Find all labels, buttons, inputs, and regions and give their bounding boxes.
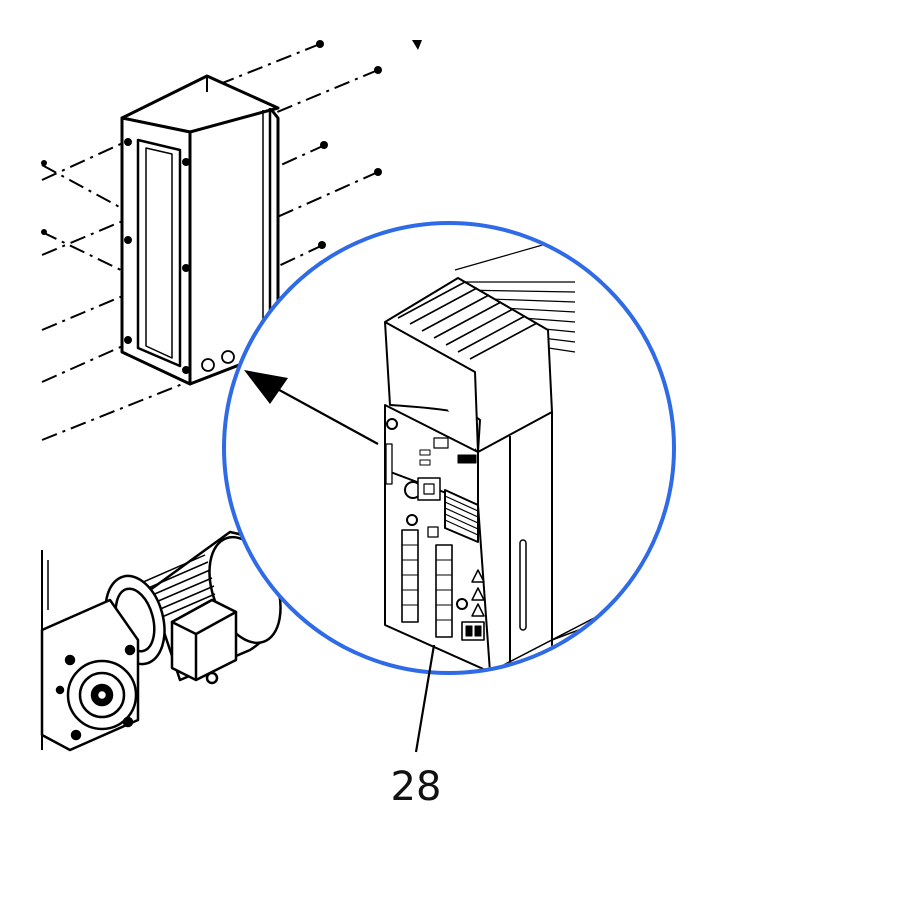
- screw-heads: [41, 40, 422, 277]
- leader-line: [414, 644, 436, 753]
- drive-unit: [384, 239, 601, 671]
- mounting-screws: [41, 43, 379, 441]
- warning-icon: [471, 569, 485, 617]
- mounting-frame: [120, 74, 280, 386]
- arrow-icon: [244, 370, 379, 445]
- callout-number: 28: [391, 764, 442, 810]
